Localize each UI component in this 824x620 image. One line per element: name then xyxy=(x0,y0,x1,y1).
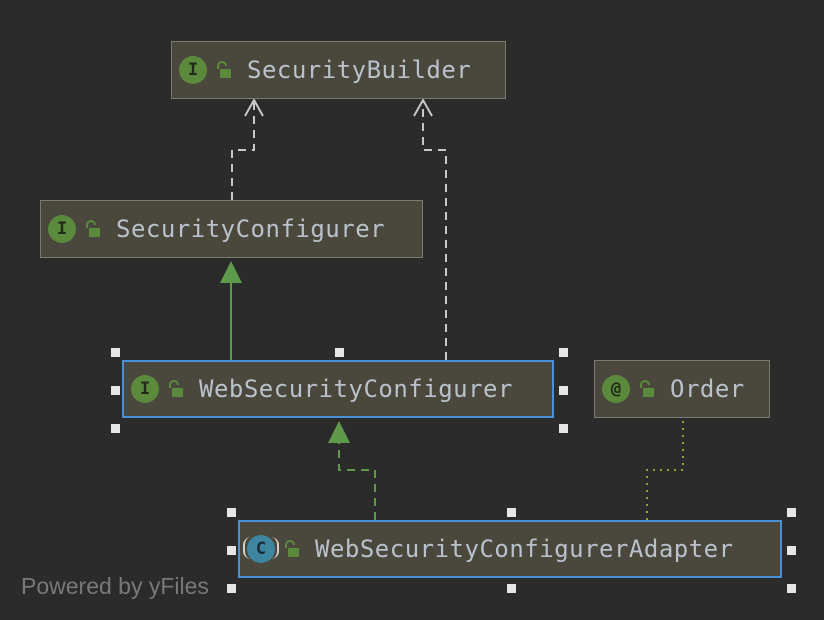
resize-handle[interactable] xyxy=(111,386,120,395)
resize-handle[interactable] xyxy=(787,546,796,555)
resize-handle[interactable] xyxy=(507,584,516,593)
unlocked-icon xyxy=(640,380,654,397)
node-websecurityconfigurer[interactable]: I WebSecurityConfigurer xyxy=(122,360,554,418)
class-icon: C xyxy=(243,535,279,563)
resize-handle[interactable] xyxy=(559,386,568,395)
node-label: WebSecurityConfigurer xyxy=(199,375,513,403)
resize-handle[interactable] xyxy=(787,584,796,593)
resize-handle[interactable] xyxy=(559,424,568,433)
resize-handle[interactable] xyxy=(335,348,344,357)
edge-arrowhead-open xyxy=(413,97,433,117)
node-label: SecurityBuilder xyxy=(247,56,472,84)
node-securityconfigurer[interactable]: I SecurityConfigurer xyxy=(40,200,423,258)
resize-handle[interactable] xyxy=(111,424,120,433)
node-websecurityconfigureradapter[interactable]: C WebSecurityConfigurerAdapter xyxy=(238,520,782,578)
node-securitybuilder[interactable]: I SecurityBuilder xyxy=(171,41,506,99)
edge-arrowhead-triangle xyxy=(220,261,242,283)
edge-adapter-to-order xyxy=(646,420,684,520)
resize-handle[interactable] xyxy=(559,348,568,357)
edge-securityconfigurer-to-securitybuilder xyxy=(231,100,255,200)
node-label: SecurityConfigurer xyxy=(116,215,386,243)
unlocked-icon xyxy=(217,61,231,78)
edge-adapter-to-websecurityconfigurer xyxy=(338,443,376,520)
resize-handle[interactable] xyxy=(787,508,796,517)
resize-handle[interactable] xyxy=(507,508,516,517)
node-label: Order xyxy=(670,375,745,403)
edge-websecurityconfigurer-to-securitybuilder xyxy=(422,100,447,360)
node-label: WebSecurityConfigurerAdapter xyxy=(315,535,734,563)
unlocked-icon xyxy=(285,540,299,557)
edge-arrowhead-triangle xyxy=(328,421,350,443)
resize-handle[interactable] xyxy=(111,348,120,357)
annotation-icon: @ xyxy=(602,375,630,403)
interface-icon: I xyxy=(131,375,159,403)
unlocked-icon xyxy=(86,220,100,237)
unlocked-icon xyxy=(169,380,183,397)
edge-arrowhead-open xyxy=(244,97,264,117)
resize-handle[interactable] xyxy=(227,546,236,555)
watermark: Powered by yFiles xyxy=(21,573,209,599)
interface-icon: I xyxy=(48,215,76,243)
resize-handle[interactable] xyxy=(227,584,236,593)
interface-icon: I xyxy=(179,56,207,84)
node-order[interactable]: @ Order xyxy=(594,360,770,418)
resize-handle[interactable] xyxy=(227,508,236,517)
